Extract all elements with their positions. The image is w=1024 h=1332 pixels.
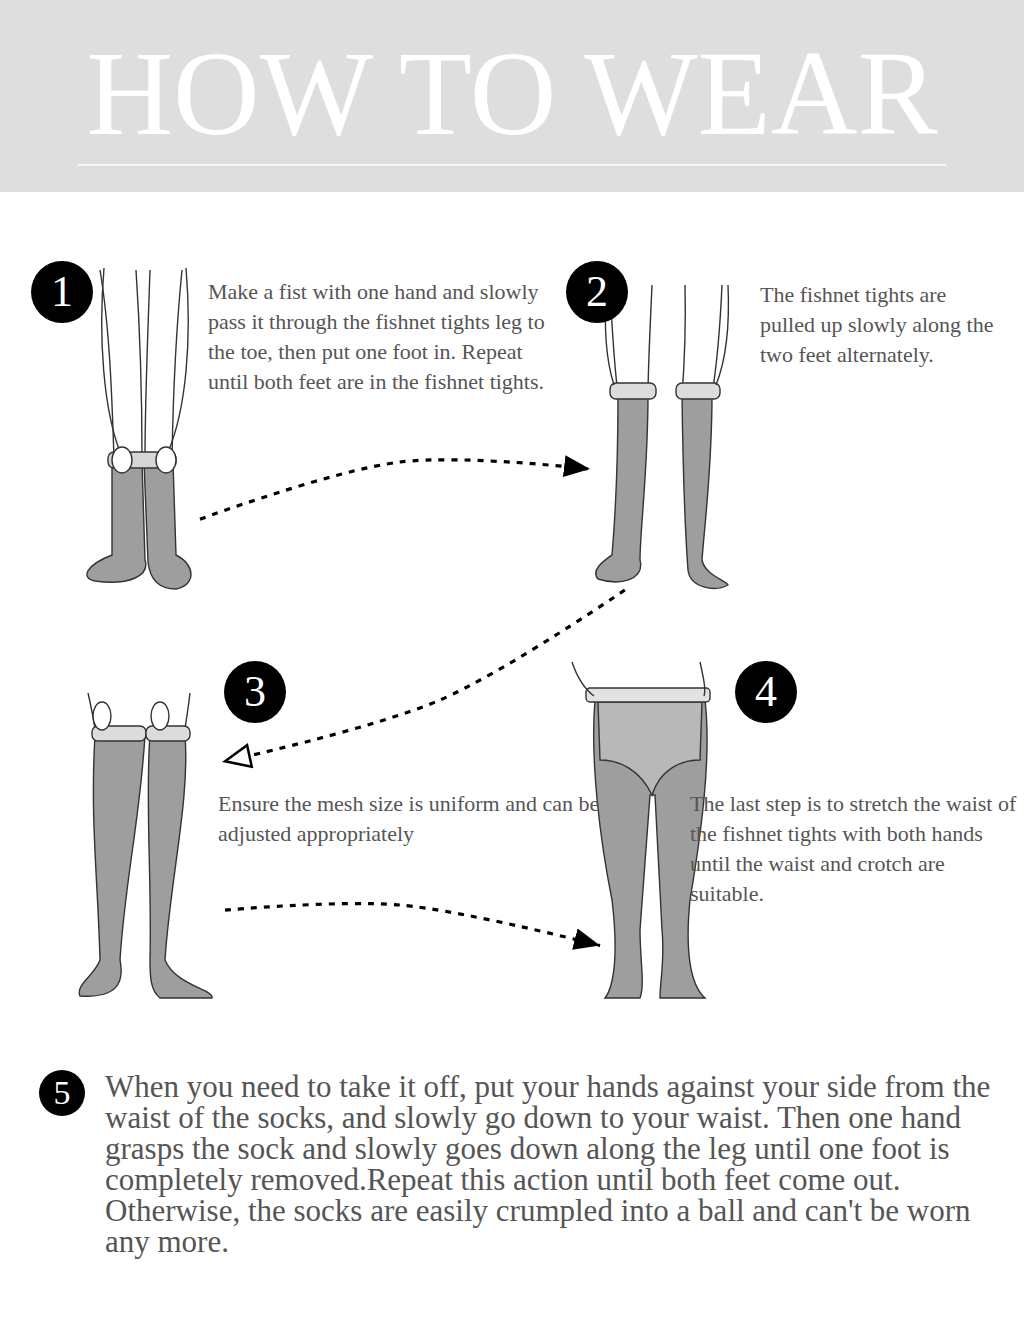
hand [112,447,132,473]
rolled-band [676,383,720,399]
step-number: 4 [735,661,797,723]
step-panel: 1Make a fist with one hand and slowly pa… [80,268,200,590]
step-instruction: Ensure the mesh size is uniform and can … [218,789,603,849]
arm-line [572,662,594,696]
step-instruction: When you need to take it off, put your h… [105,1071,1000,1257]
step-one-legs [87,268,191,589]
step-three-legs [79,693,212,998]
leg-outline [184,693,190,735]
hand [93,702,111,730]
step-panel: 4The last step is to stretch the waist o… [600,660,720,1000]
rolled-band [92,726,146,741]
tights-sock [87,462,146,582]
tights-leg [148,735,212,998]
dashed-arrow [225,904,600,946]
step-number: 2 [566,261,628,323]
tights-sock [144,462,191,589]
step-instruction: The fishnet tights are pulled up slowly … [760,280,1005,370]
waist-band [586,688,710,702]
step-instruction: The last step is to stretch the waist of… [690,789,1024,909]
arm-line [700,662,705,696]
tights-leg [79,735,145,996]
tights-body [594,700,707,998]
arm-line [102,268,120,452]
step-instruction: Make a fist with one hand and slowly pas… [208,277,553,397]
tights-brief [598,702,702,795]
hand [156,447,176,473]
tights-stocking [682,395,728,588]
leg-outline [88,693,96,735]
step-number: 5 [39,1070,85,1116]
rolled-band [108,452,176,468]
tights-stocking [596,395,648,582]
hand [151,702,169,730]
step-panel: 3Ensure the mesh size is uniform and can… [75,690,225,1000]
dashed-arrow [200,460,590,519]
page-title: HOW TO WEAR [0,34,1024,154]
leg-outline [100,270,142,458]
rolled-band [610,383,656,399]
rolled-band [146,726,190,741]
step-number: 1 [31,261,93,323]
leg-outline [682,285,722,395]
leg-outline [145,270,182,458]
step-four-legs [572,662,710,998]
step-panel: 5 When you need to take it off, put your … [30,1070,1010,1300]
arm-line [716,285,729,385]
dashed-arrow [225,590,625,761]
step-two-legs [596,285,729,588]
arm-line [168,268,188,452]
step-number: 3 [224,661,286,723]
step-panel: 2The fishnet tights are pulled up slowly… [590,280,735,590]
title-rule [78,164,946,166]
